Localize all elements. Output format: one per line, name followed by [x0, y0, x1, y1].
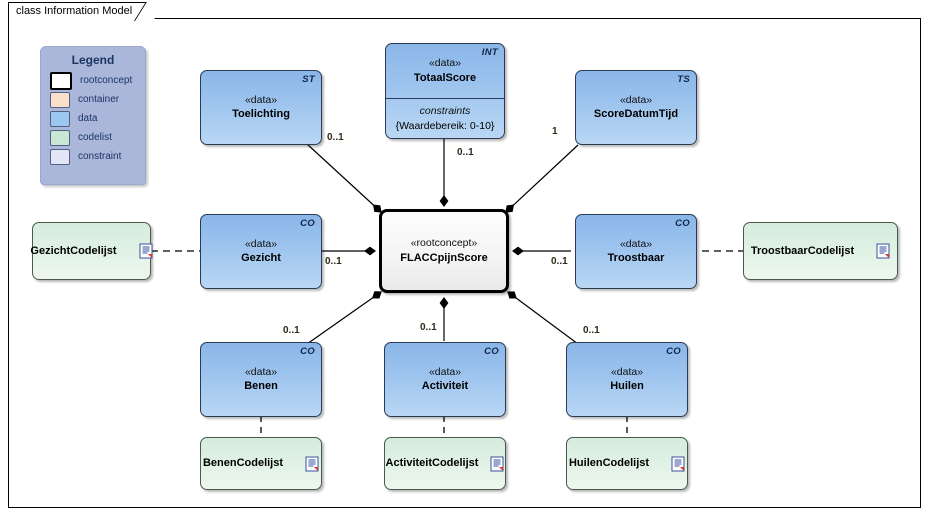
class-totaalscore[interactable]: INT «data» TotaalScore constraints {Waar…	[385, 43, 505, 139]
multiplicity-totaalscore: 0..1	[457, 147, 474, 158]
root-stereotype: «rootconcept»	[410, 237, 478, 250]
document-icon	[876, 243, 890, 259]
multiplicity-toelichting: 0..1	[327, 132, 344, 143]
legend-label-data: data	[78, 113, 98, 124]
legend-swatch-constraint	[50, 148, 70, 165]
legend-swatch-codelist	[50, 129, 70, 146]
class-huilen[interactable]: CO «data» Huilen	[566, 342, 688, 417]
class-activiteit-type: CO	[484, 346, 499, 357]
legend-item-rootconcept: rootconcept	[41, 71, 145, 90]
diagram-frame-tab: class Information Model	[8, 2, 154, 19]
class-scoredatumtijd-stereotype: «data»	[619, 93, 653, 106]
codelist-activiteitcodelijst-name: ActiviteitCodelijst	[385, 457, 479, 470]
codelist-activiteitcodelijst[interactable]: ActiviteitCodelijst	[384, 437, 506, 490]
codelist-troostbaarcodelijst[interactable]: TroostbaarCodelijst	[743, 222, 898, 280]
codelist-troostbaarcodelijst-name: TroostbaarCodelijst	[750, 244, 855, 257]
class-troostbaar-type: CO	[675, 218, 690, 229]
class-totaalscore-constraints: constraints {Waardebereik: 0-10}	[386, 98, 504, 140]
class-totaalscore-type: INT	[481, 47, 498, 58]
multiplicity-troostbaar: 0..1	[551, 256, 568, 267]
constraints-value: {Waardebereik: 0-10}	[395, 119, 495, 132]
codelist-gezichtcodelijst[interactable]: GezichtCodelijst	[30, 222, 153, 280]
codelist-benencodelijst[interactable]: BenenCodelijst	[200, 437, 322, 490]
legend-title: Legend	[71, 53, 115, 67]
class-scoredatumtijd-type: TS	[677, 74, 690, 85]
legend-label-codelist: codelist	[78, 132, 112, 143]
class-toelichting-stereotype: «data»	[244, 93, 278, 106]
class-toelichting-name: Toelichting	[232, 108, 290, 121]
legend-swatch-rootconcept	[50, 71, 72, 90]
multiplicity-scoredatumtijd: 1	[552, 126, 558, 137]
class-huilen-name: Huilen	[610, 380, 644, 393]
legend-item-container: container	[41, 90, 145, 109]
codelist-gezichtcodelijst-name: GezichtCodelijst	[30, 244, 117, 257]
document-icon	[490, 456, 504, 471]
class-benen-type: CO	[300, 346, 315, 357]
class-gezicht-stereotype: «data»	[244, 237, 278, 250]
multiplicity-gezicht: 0..1	[325, 256, 342, 267]
diagram-frame-title: class Information Model	[16, 5, 133, 17]
class-huilen-type: CO	[666, 346, 681, 357]
legend-swatch-data	[50, 110, 70, 127]
class-benen-stereotype: «data»	[244, 365, 278, 378]
class-activiteit-stereotype: «data»	[428, 365, 462, 378]
class-scoredatumtijd-name: ScoreDatumTijd	[593, 108, 679, 121]
document-icon	[671, 456, 685, 471]
codelist-huilencodelijst[interactable]: HuilenCodelijst	[566, 437, 688, 490]
class-scoredatumtijd[interactable]: TS «data» ScoreDatumTijd	[575, 70, 697, 145]
class-gezicht-name: Gezicht	[241, 252, 281, 265]
class-totaalscore-stereotype: «data»	[428, 57, 462, 70]
multiplicity-benen: 0..1	[283, 325, 300, 336]
class-toelichting[interactable]: ST «data» Toelichting	[200, 70, 322, 145]
class-totaalscore-name: TotaalScore	[413, 71, 477, 84]
class-flaccpijnscore-rootconcept[interactable]: «rootconcept» FLACCpijnScore	[379, 209, 509, 293]
class-gezicht-type: CO	[300, 218, 315, 229]
class-benen-name: Benen	[244, 380, 278, 393]
document-icon	[305, 456, 319, 471]
class-activiteit-name: Activiteit	[421, 380, 469, 393]
class-huilen-stereotype: «data»	[610, 365, 644, 378]
document-icon	[139, 243, 153, 259]
multiplicity-huilen: 0..1	[583, 325, 600, 336]
class-troostbaar[interactable]: CO «data» Troostbaar	[575, 214, 697, 289]
class-troostbaar-stereotype: «data»	[619, 237, 653, 250]
class-activiteit[interactable]: CO «data» Activiteit	[384, 342, 506, 417]
class-benen[interactable]: CO «data» Benen	[200, 342, 322, 417]
codelist-huilencodelijst-name: HuilenCodelijst	[568, 457, 650, 470]
legend-swatch-container	[50, 91, 70, 108]
legend-label-rootconcept: rootconcept	[80, 75, 133, 86]
legend-label-container: container	[78, 94, 120, 105]
legend-label-constraint: constraint	[78, 151, 122, 162]
multiplicity-activiteit: 0..1	[420, 322, 437, 333]
legend-item-constraint: constraint	[41, 147, 145, 166]
legend-item-data: data	[41, 109, 145, 128]
class-gezicht[interactable]: CO «data» Gezicht	[200, 214, 322, 289]
root-name: FLACCpijnScore	[400, 251, 488, 264]
class-troostbaar-name: Troostbaar	[607, 252, 665, 265]
legend-item-codelist: codelist	[41, 128, 145, 147]
class-toelichting-type: ST	[302, 74, 315, 85]
codelist-benencodelijst-name: BenenCodelijst	[202, 457, 284, 470]
constraints-heading: constraints	[419, 105, 471, 117]
legend-panel: Legend rootconcept container data codeli…	[40, 46, 146, 185]
